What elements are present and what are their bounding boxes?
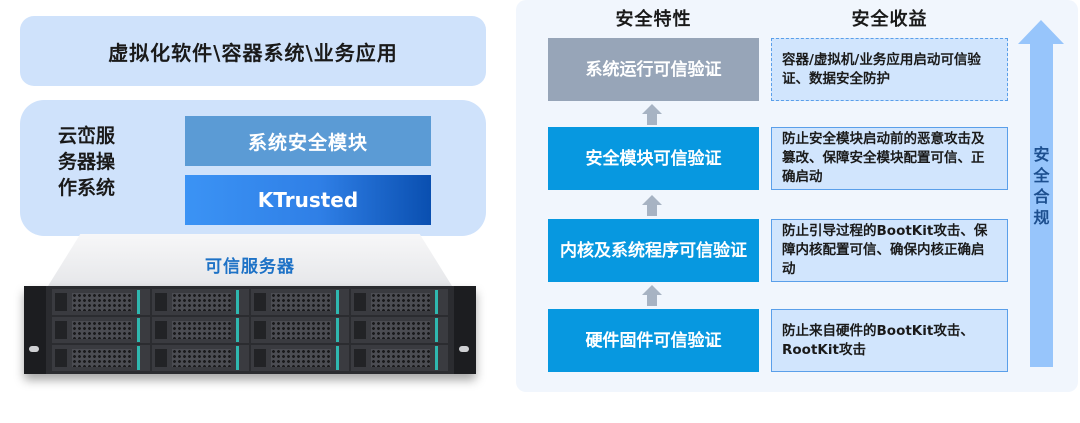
compliance-arrow-head <box>1018 20 1064 44</box>
benefit-box-kernel: 防止引导过程的BootKit攻击、保障内核配置可信、确保内核正确启动 <box>771 219 1008 282</box>
benefit-box-runtime: 容器/虚拟机/业务应用启动可信验证、数据安全防护 <box>771 38 1008 101</box>
server-title: 可信服务器 <box>205 257 295 277</box>
feature-label: 系统运行可信验证 <box>585 59 722 80</box>
os-label-line: 作系统 <box>58 177 116 199</box>
benefit-text: 防止安全模块启动前的恶意攻击及篡改、保障安全模块配置可信、正确启动 <box>782 131 985 185</box>
feature-box-kernel: 内核及系统程序可信验证 <box>548 219 759 282</box>
os-label-line: 云峦服 <box>58 125 116 147</box>
benefit-text: 防止引导过程的BootKit攻击、保障内核配置可信、确保内核正确启动 <box>782 223 988 277</box>
drive-bays <box>52 289 448 371</box>
ktrusted-box: KTrusted <box>185 175 431 225</box>
feature-label: 内核及系统程序可信验证 <box>560 240 747 261</box>
compliance-arrow-icon: 安全合规 <box>1018 20 1064 367</box>
drive-bay <box>350 317 448 343</box>
arrow-up-icon <box>642 195 662 216</box>
drive-bay <box>151 289 249 315</box>
drive-bay <box>251 289 349 315</box>
benefit-box-firmware: 防止来自硬件的BootKit攻击、RootKit攻击 <box>771 309 1008 372</box>
compliance-char: 合 <box>1033 187 1050 206</box>
ktrusted-label: KTrusted <box>257 188 359 212</box>
drive-bay <box>151 317 249 343</box>
security-module-label: 系统安全模块 <box>247 131 368 154</box>
benefit-box-security-module: 防止安全模块启动前的恶意攻击及篡改、保障安全模块配置可信、正确启动 <box>771 127 1008 190</box>
arrow-up-icon <box>642 285 662 306</box>
compliance-char: 安 <box>1033 145 1050 164</box>
application-layer: 虚拟化软件\容器系统\业务应用 <box>20 16 486 86</box>
drive-bay <box>251 317 349 343</box>
feature-box-security-module: 安全模块可信验证 <box>548 127 759 190</box>
drive-bay <box>350 289 448 315</box>
features-header: 安全特性 <box>615 9 692 30</box>
compliance-char: 全 <box>1033 166 1050 185</box>
rack-ear-left <box>24 286 46 374</box>
drive-bay <box>251 345 349 371</box>
trusted-server-illustration: 可信服务器 <box>24 234 476 384</box>
arrow-up-icon <box>642 104 662 125</box>
drive-bay <box>52 317 150 343</box>
drive-bay <box>151 345 249 371</box>
benefits-header: 安全收益 <box>851 9 928 30</box>
drive-bay <box>350 345 448 371</box>
security-module-box: 系统安全模块 <box>185 116 431 166</box>
rack-ear-right <box>454 286 476 374</box>
feature-box-runtime: 系统运行可信验证 <box>548 38 759 101</box>
compliance-text: 安全合规 <box>1030 144 1053 228</box>
compliance-arrow-shaft <box>1030 43 1053 367</box>
application-layer-label: 虚拟化软件\容器系统\业务应用 <box>108 40 398 65</box>
feature-box-firmware: 硬件固件可信验证 <box>548 309 759 372</box>
drive-bay <box>52 289 150 315</box>
server-top-surface <box>48 234 452 286</box>
compliance-label: 安全合规 <box>1030 144 1053 228</box>
drive-bay <box>52 345 150 371</box>
benefit-text: 防止来自硬件的BootKit攻击、RootKit攻击 <box>782 322 974 358</box>
os-label-line: 务器操 <box>58 151 116 173</box>
os-layer-label: 云峦服 务器操 作系统 <box>58 123 148 201</box>
server-front-panel <box>24 286 476 374</box>
compliance-char: 规 <box>1033 208 1050 227</box>
feature-label: 安全模块可信验证 <box>585 148 722 169</box>
feature-label: 硬件固件可信验证 <box>585 330 722 351</box>
benefit-text: 容器/虚拟机/业务应用启动可信验证、数据安全防护 <box>782 51 981 87</box>
